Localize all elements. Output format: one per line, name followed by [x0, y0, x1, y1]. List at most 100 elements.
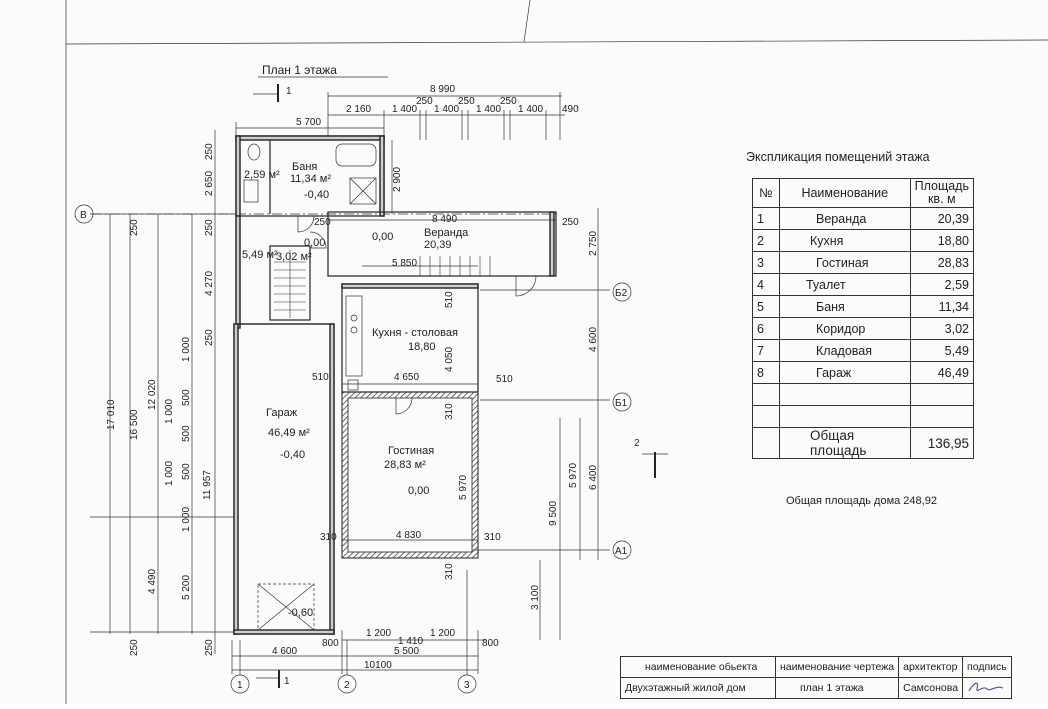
svg-text:250: 250	[314, 217, 331, 228]
inner-dimensions: 8 490 250 5 850 510 4 650 510 4 050 510 …	[204, 214, 556, 580]
garage-ramp-level: -0,60	[288, 607, 313, 619]
room-gostinaya-level: 0,00	[408, 485, 429, 497]
svg-text:1 400: 1 400	[392, 104, 417, 115]
svg-text:250: 250	[500, 96, 517, 107]
svg-text:2 160: 2 160	[346, 104, 371, 115]
svg-text:4 490: 4 490	[147, 569, 158, 594]
col-name: Наименование	[779, 178, 911, 208]
svg-text:2 650: 2 650	[204, 171, 215, 196]
tb-sign-header: подпись	[962, 656, 1012, 678]
tb-signature	[962, 677, 1012, 699]
left-dimensions: 17 010 16 500 12 020 11 957 250 4 270 25…	[90, 130, 236, 656]
svg-text:310: 310	[320, 532, 337, 543]
svg-text:800: 800	[322, 638, 339, 649]
room-garazh-level: -0,40	[280, 449, 305, 461]
room-garazh-name: Гараж	[266, 407, 298, 419]
top-dimensions: 8 990 5 700 2 160 1 400 250 1 400 250 1 …	[235, 84, 579, 140]
room-garazh-area: 46,49 м²	[268, 427, 310, 439]
explication-title: Экспликация помещений этажа	[746, 150, 930, 164]
svg-text:8 490: 8 490	[432, 214, 457, 225]
svg-text:250: 250	[416, 96, 433, 107]
svg-text:310: 310	[484, 532, 501, 543]
svg-text:4 600: 4 600	[272, 646, 297, 657]
room-kuhnya-name: Кухня - столовая	[372, 327, 458, 339]
section-mark-1: 1	[286, 86, 292, 97]
walls	[233, 135, 557, 635]
svg-text:250: 250	[458, 96, 475, 107]
svg-text:500: 500	[181, 425, 192, 442]
svg-text:250: 250	[204, 143, 215, 160]
total-label: Общая площадь	[779, 427, 911, 459]
svg-text:310: 310	[444, 403, 455, 420]
axis-2: 2	[344, 680, 350, 691]
room-koridor-level: 0,00	[304, 237, 325, 249]
fold-line	[523, 0, 531, 43]
svg-text:1 000: 1 000	[164, 399, 175, 424]
tb-architect: Самсонова	[898, 677, 964, 699]
axis-b1: Б1	[615, 398, 628, 409]
svg-text:250: 250	[129, 219, 140, 236]
bottom-dimensions: 1 200 1 410 1 200 800 800 4 600 5 500 10…	[231, 628, 499, 674]
svg-text:4 050: 4 050	[444, 347, 455, 372]
svg-text:2 750: 2 750	[588, 231, 599, 256]
tb-drawing-header: наименование чертежа	[774, 656, 900, 678]
svg-text:5 200: 5 200	[181, 575, 192, 600]
svg-text:1 410: 1 410	[398, 636, 423, 647]
room-banya-area: 11,34 м²	[290, 173, 331, 185]
svg-text:11 957: 11 957	[202, 470, 213, 500]
svg-text:4 830: 4 830	[396, 530, 421, 541]
svg-text:500: 500	[181, 463, 192, 480]
room-gostinaya-name: Гостиная	[388, 445, 434, 457]
svg-text:1 000: 1 000	[181, 507, 192, 532]
table-row-empty	[752, 405, 975, 428]
room-banya-name: Баня	[292, 161, 317, 173]
svg-text:12 020: 12 020	[147, 379, 158, 410]
svg-text:5 700: 5 700	[296, 117, 321, 128]
svg-text:1 400: 1 400	[476, 104, 501, 115]
svg-text:1 400: 1 400	[518, 104, 543, 115]
axis-1: 1	[237, 680, 243, 691]
svg-text:250: 250	[129, 639, 140, 656]
svg-text:310: 310	[444, 563, 455, 580]
svg-text:4 270: 4 270	[204, 271, 215, 296]
col-num: №	[752, 178, 780, 208]
svg-text:510: 510	[496, 374, 513, 385]
room-veranda-level: 0,00	[372, 231, 393, 243]
svg-text:4 600: 4 600	[588, 327, 599, 352]
svg-text:1 200: 1 200	[366, 628, 391, 639]
right-dimensions: 2 900 2 750 4 600 5 970 6 400 9 500 3 10…	[391, 140, 610, 640]
svg-text:1 200: 1 200	[430, 628, 455, 639]
tb-object-header: наименование обьекта	[620, 656, 776, 678]
svg-text:490: 490	[562, 104, 579, 115]
svg-text:5 970: 5 970	[458, 475, 469, 500]
svg-text:500: 500	[181, 389, 192, 406]
svg-text:17 010: 17 010	[106, 399, 117, 430]
axis-v: В	[80, 210, 87, 221]
svg-text:6 400: 6 400	[588, 465, 599, 490]
room-labels: Баня 11,34 м² -0,40 2,59 м² Веранда 20,3…	[242, 161, 469, 619]
svg-text:8 990: 8 990	[430, 84, 455, 95]
col-area: Площадь кв. м	[909, 178, 975, 208]
svg-text:16 500: 16 500	[129, 409, 140, 440]
table-total-row: Общая площадь 136,95	[752, 427, 975, 459]
tb-object: Двухэтажный жилой дом	[620, 677, 776, 699]
svg-text:3 100: 3 100	[530, 585, 541, 610]
svg-text:5 500: 5 500	[394, 646, 419, 657]
svg-text:250: 250	[204, 639, 215, 656]
tb-drawing: план 1 этажа	[774, 677, 900, 699]
svg-text:250: 250	[562, 217, 579, 228]
svg-text:1 000: 1 000	[164, 461, 175, 486]
svg-text:5 970: 5 970	[568, 463, 579, 488]
room-tualet-area: 2,59 м²	[244, 169, 280, 181]
frame-top	[65, 39, 1048, 45]
axis-a1: А1	[615, 546, 628, 557]
